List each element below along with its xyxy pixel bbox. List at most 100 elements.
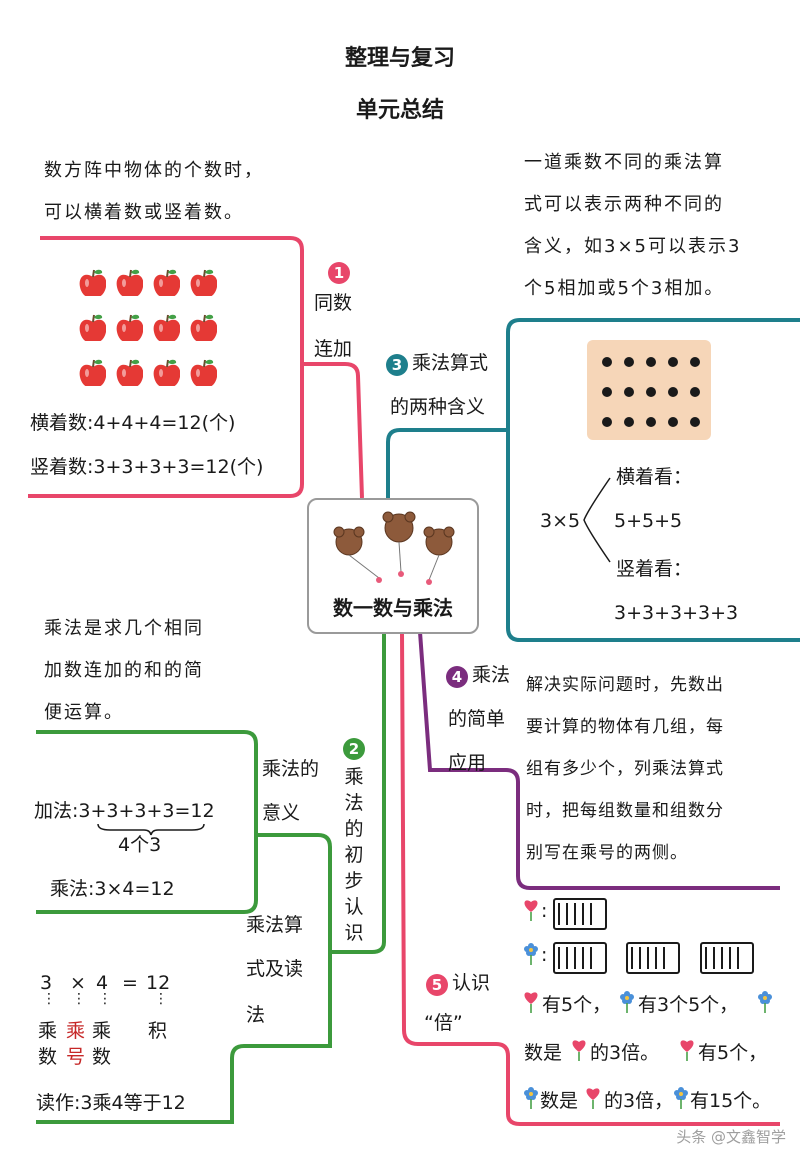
branch4-line <box>418 631 780 890</box>
note-line: 可以横着数或竖着数。 <box>44 202 244 223</box>
brace <box>97 823 205 836</box>
branch2-link <box>256 833 332 952</box>
apple-icon <box>116 359 143 386</box>
apple-icon <box>190 359 217 386</box>
part-label: 号 <box>66 1046 86 1068</box>
branch4-note: 解决实际问题时，先数出 要计算的物体有几组，每 组有多少个，列乘法算式 时，把每… <box>526 664 724 874</box>
apple-icon <box>79 314 106 341</box>
part-label: 数 <box>38 1046 58 1068</box>
note-line: 别写在乘号的两侧。 <box>526 843 688 863</box>
part-label: 积 <box>148 1020 168 1042</box>
board-dot <box>690 357 700 367</box>
board-dot <box>602 357 612 367</box>
stick-bundle <box>553 942 607 974</box>
board-dot <box>646 417 656 427</box>
blue-flower-icon <box>674 1087 688 1109</box>
board-dot <box>602 387 612 397</box>
dots: ⋮ <box>72 991 86 1007</box>
branch3-v-expr: 3+3+3+3+3 <box>614 602 739 624</box>
apple-icon <box>153 314 180 341</box>
apple-icon <box>153 269 180 296</box>
branch4-label-line: 乘法 <box>472 664 511 686</box>
heart-flower-icon <box>680 1040 694 1061</box>
page-subtitle: 单元总结 <box>355 98 444 123</box>
note-line: 解决实际问题时，先数出 <box>526 675 724 695</box>
branch5-text: 的3倍， <box>604 1090 674 1112</box>
apple-icon <box>79 269 106 296</box>
branch3-h-label: 横着看： <box>616 466 693 488</box>
branch1-line-lower <box>28 364 304 498</box>
part-label: 乘 <box>66 1020 86 1042</box>
branch5-label-line: 认识 <box>452 972 491 994</box>
expr-token: 3 <box>40 972 53 994</box>
branch3-v-label: 竖着看： <box>616 558 693 580</box>
branch4-label-line: 应用 <box>448 752 487 774</box>
branch5-label-line: “倍” <box>424 1012 463 1034</box>
board-dot <box>624 387 634 397</box>
branch1-horizontal: 横着数:4+4+4=12(个) <box>30 412 236 434</box>
branch3-expr: 3×5 <box>540 510 581 532</box>
center-node: 数一数与乘法 <box>307 498 479 634</box>
board-dot <box>690 387 700 397</box>
expr-token: = <box>122 972 138 994</box>
branch2-reading-label: 式及读 <box>246 958 304 980</box>
part-label: 乘 <box>38 1020 58 1042</box>
branch5-text: 数是 <box>524 1042 563 1064</box>
expr-token: 12 <box>146 972 171 994</box>
board-dot <box>624 357 634 367</box>
part-label: 数 <box>92 1046 112 1068</box>
dots: ⋮ <box>98 991 112 1007</box>
branch5-colon: : <box>541 900 548 922</box>
note-line: 数方阵中物体的个数时， <box>44 160 264 181</box>
dots: ⋮ <box>154 991 168 1007</box>
branch1-vertical: 竖着数:3+3+3+3=12(个) <box>30 456 264 478</box>
branch5-text: 有5个， <box>698 1042 768 1064</box>
note-line: 时，把每组数量和组数分 <box>526 801 724 821</box>
expr-token: × <box>70 972 86 994</box>
center-label: 数一数与乘法 <box>333 596 453 620</box>
branch4-number-badge: 4 <box>446 666 468 688</box>
branch5-text: 有3个5个， <box>638 994 739 1016</box>
apple-icon <box>116 269 143 296</box>
note-line: 个5相加或5个3相加。 <box>524 278 725 299</box>
branch2-reading-line <box>36 952 332 1124</box>
apple-icon <box>153 359 180 386</box>
board-dot <box>602 417 612 427</box>
split-bracket <box>583 477 611 563</box>
label-char: 识 <box>344 922 364 944</box>
branch2-meaning-note: 乘法是求几个相同 加数连加的和的简 便运算。 <box>44 608 204 734</box>
branch2-line <box>330 632 386 954</box>
note-line: 乘法是求几个相同 <box>44 618 204 639</box>
note-line: 含义，如3×5可以表示3 <box>524 236 742 257</box>
branch3-line-lower <box>506 430 800 642</box>
heart-flower-icon <box>524 900 538 921</box>
board-dot <box>668 387 678 397</box>
branch5-text: 有15个。 <box>690 1090 772 1112</box>
stick-bundle <box>700 942 754 974</box>
branch1-label-line: 同数 <box>314 292 353 314</box>
note-line: 组有多少个，列乘法算式 <box>526 759 724 779</box>
expr-token: 4 <box>96 972 109 994</box>
branch2-multiplication: 乘法:3×4=12 <box>50 878 175 900</box>
blue-flower-icon <box>620 991 634 1013</box>
branch2-meaning-line <box>36 730 258 914</box>
branch2-number-badge: 2 <box>343 738 365 760</box>
branch2-addition: 加法:3+3+3+3=12 <box>34 800 215 822</box>
label-char: 法 <box>344 792 364 814</box>
blue-flower-icon <box>524 1087 538 1109</box>
note-line: 加数连加的和的简 <box>44 660 204 681</box>
label-char: 乘 <box>344 766 364 788</box>
blue-flower-icon <box>524 943 538 965</box>
apple-icon <box>79 359 106 386</box>
branch5-text: 有5个， <box>542 994 612 1016</box>
label-char: 初 <box>344 844 364 866</box>
branch2-reading-label: 乘法算 <box>246 914 304 936</box>
branch5-line <box>400 631 780 1126</box>
note-line: 便运算。 <box>44 702 124 723</box>
branch2-read: 读作:3乘4等于12 <box>36 1092 186 1114</box>
label-char: 认 <box>344 896 364 918</box>
branch5-number-badge: 5 <box>426 974 448 996</box>
board-dot <box>646 387 656 397</box>
